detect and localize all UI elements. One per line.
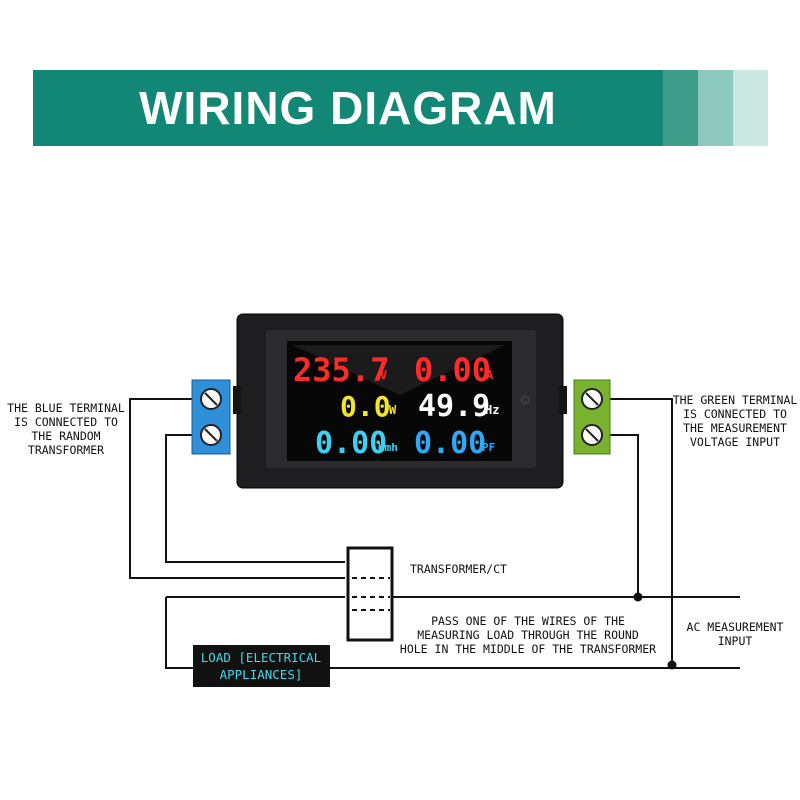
power-value: 0.0 (340, 390, 391, 423)
label-line: VOLTAGE INPUT (690, 435, 780, 449)
banner-stripe (733, 70, 768, 146)
voltage-unit: V (380, 368, 387, 382)
label-line: THE RANDOM (31, 429, 100, 443)
meter-clip (233, 386, 241, 414)
label-line: TRANSFORMER (28, 443, 104, 457)
display-glare (292, 345, 505, 395)
current-value: 0.00 (414, 351, 491, 389)
label-line: THE MEASUREMENT (683, 421, 787, 435)
load-box-bg (193, 645, 330, 687)
load-label-line: LOAD [ELECTRICAL (201, 650, 321, 665)
green-terminal-label: THE GREEN TERMINAL IS CONNECTED TO THE M… (673, 393, 798, 449)
banner-title: WIRING DIAGRAM (139, 82, 557, 134)
transformer-label: TRANSFORMER/CT (410, 562, 507, 576)
energy-unit: Kmh (378, 441, 398, 454)
frequency-value: 49.9 (418, 389, 490, 424)
energy-value: 0.00 (315, 426, 387, 461)
junction-dot (633, 592, 643, 602)
label-line: THE GREEN TERMINAL (673, 393, 798, 407)
meter-clip (559, 386, 567, 414)
wire-load-left (165, 597, 193, 669)
blue-terminal (191, 379, 231, 455)
load-label-line: APPLIANCES] (220, 667, 303, 682)
label-line: MEASURING LOAD THROUGH THE ROUND (417, 628, 639, 642)
power-factor-unit: PF (482, 441, 495, 454)
load-box: LOAD [ELECTRICAL APPLIANCES] (193, 645, 330, 687)
power-factor-value: 0.00 (414, 426, 486, 461)
title-banner: WIRING DIAGRAM (33, 70, 768, 146)
banner-stripe (698, 70, 733, 146)
instruction-label: PASS ONE OF THE WIRES OF THE MEASURING L… (400, 614, 656, 656)
wire-green-2 (610, 434, 639, 597)
label-line: IS CONNECTED TO (683, 407, 787, 421)
banner-stripe (663, 70, 698, 146)
blue-terminal-label: THE BLUE TERMINAL IS CONNECTED TO THE RA… (7, 401, 125, 457)
frequency-unit: Hz (485, 403, 499, 417)
ct-body (346, 546, 394, 642)
green-terminal (573, 379, 611, 455)
junction-dot (667, 660, 677, 670)
label-line: INPUT (718, 634, 753, 648)
meter-indicator (520, 395, 530, 405)
label-line: THE BLUE TERMINAL (7, 401, 125, 415)
power-meter: 235.7 V 0.00 A 0.0 W 49.9 Hz 0.00 Kmh 0.… (233, 313, 567, 489)
power-unit: W (389, 403, 397, 417)
wire-blue-2 (165, 434, 345, 563)
label-line: HOLE IN THE MIDDLE OF THE TRANSFORMER (400, 642, 656, 656)
current-transformer (346, 546, 394, 642)
wire-blue-1 (129, 398, 345, 579)
voltage-value: 235.7 (293, 351, 389, 389)
current-unit: A (486, 368, 494, 382)
label-line: AC MEASUREMENT (687, 620, 784, 634)
ac-input-label: AC MEASUREMENT INPUT (687, 620, 784, 648)
label-line: IS CONNECTED TO (14, 415, 118, 429)
wire-green-1 (610, 398, 673, 665)
label-line: PASS ONE OF THE WIRES OF THE (431, 614, 625, 628)
